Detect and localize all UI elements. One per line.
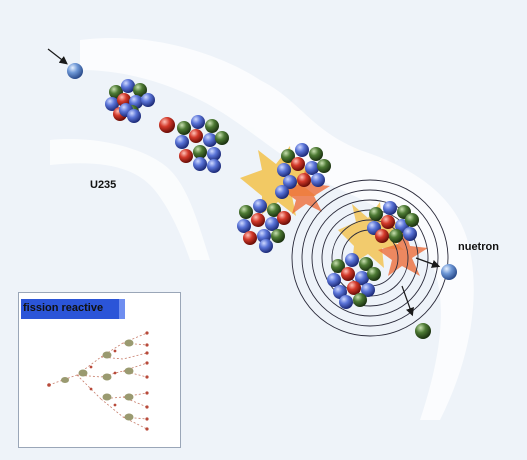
nucleus-icon [367,201,419,243]
neutron-icon [159,117,175,133]
nucleus-icon [327,253,381,309]
neutron-icon [415,323,431,339]
inset-banner [21,299,119,319]
nucleus-icon [175,115,229,173]
nucleus-icon [237,199,291,253]
nucleus-icon [275,143,331,199]
inset-title: fission reactive [23,302,104,314]
chain-reaction-icon [47,331,149,431]
u235-label: U235 [90,179,117,191]
energy-burst-icon [240,146,316,216]
incoming-arrow-icon [47,48,68,65]
neutron-icon [441,264,457,280]
shockwave-rings-icon [291,179,449,337]
energy-burst-icon [378,228,428,276]
inset-banner-tip [119,299,125,319]
arrow-icon [415,257,441,268]
nucleus-icon [105,79,155,123]
chain-reaction-inset: fission reactive [18,292,181,448]
background-streaks [50,38,474,420]
incoming-neutron-icon [67,63,83,79]
arrow-icon [401,285,414,317]
neutron-label: nuetron [458,241,499,253]
energy-burst-icon [338,202,404,268]
energy-burst-icon [282,168,330,214]
